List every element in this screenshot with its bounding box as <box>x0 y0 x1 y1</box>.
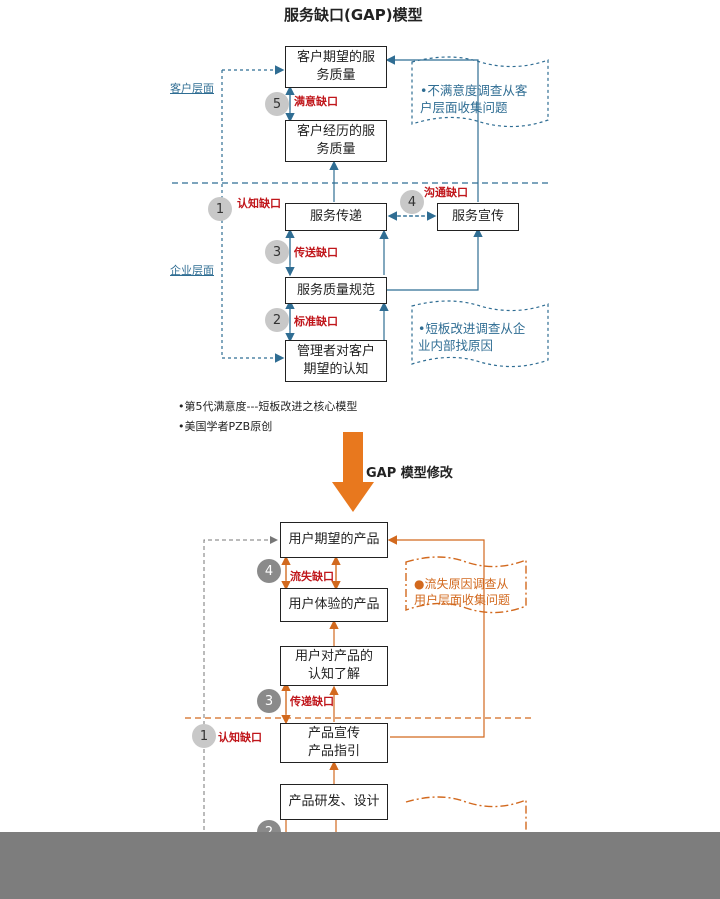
gap-2-badge: 2 <box>265 308 289 332</box>
box-line-2: 期望的认知 <box>303 362 369 377</box>
box-line-2: 务质量 <box>316 142 356 157</box>
box-line-1: 管理者对客户 <box>296 344 375 359</box>
gap-5-label: 满意缺口 <box>294 95 338 108</box>
gap-2-label: 标准缺口 <box>294 315 338 328</box>
bottom-gap-4-label: 流失缺口 <box>290 570 334 583</box>
box-label: 服务宣传 <box>451 209 504 224</box>
box-label: 服务质量规范 <box>296 282 375 298</box>
box-customer-expected-service: 客户期望的服务质量 <box>285 46 387 88</box>
note-churn-survey: ●流失原因调查从 用户层面收集问题 <box>414 576 510 608</box>
note-dissatisfaction-survey: •不满意度调查从客 户层面收集问题 <box>420 82 527 116</box>
note-line-2: 用户层面收集问题 <box>414 593 511 607</box>
note-shortboard-survey: •短板改进调查从企 业内部找原因 <box>418 320 525 354</box>
gap-1-label: 认知缺口 <box>237 197 281 210</box>
top-title: 服务缺口(GAP)模型 <box>284 6 423 24</box>
gap-3-label: 传送缺口 <box>294 246 338 259</box>
gap-1-badge: 1 <box>208 197 232 221</box>
box-line-1: 用户对产品的 <box>294 649 373 664</box>
layer-customer-label: 客户层面 <box>170 82 214 95</box>
box-line-2: 务质量 <box>316 68 356 83</box>
gap-3-badge: 3 <box>265 240 289 264</box>
gap-4-badge: 4 <box>400 190 424 214</box>
bottom-gap-3-label: 传递缺口 <box>290 695 334 708</box>
box-service-delivery: 服务传递 <box>285 203 387 231</box>
bottom-gap-1-badge: 1 <box>192 724 216 748</box>
transition-label: GAP 模型修改 <box>366 466 453 481</box>
box-customer-experienced-service: 客户经历的服务质量 <box>285 120 387 162</box>
box-label: 产品研发、设计 <box>288 794 380 809</box>
bullet-2: •美国学者PZB原创 <box>178 420 273 433</box>
note-line-1: •不满意度调查从客 <box>420 83 528 98</box>
box-label: 服务传递 <box>309 209 362 224</box>
box-line-1: 客户期望的服 <box>296 50 375 65</box>
box-user-experienced-product: 用户体验的产品 <box>280 588 388 622</box>
bullet-1: •第5代满意度---短板改进之核心模型 <box>178 400 358 413</box>
box-service-promotion: 服务宣传 <box>437 203 519 231</box>
note-line-1: •短板改进调查从企 <box>418 321 526 336</box>
box-service-quality-spec: 服务质量规范 <box>285 277 387 304</box>
bottom-gray-bar <box>0 832 720 899</box>
gap-5-badge: 5 <box>265 92 289 116</box>
box-label: 用户体验的产品 <box>288 597 380 612</box>
bottom-gap-3-badge: 3 <box>257 689 281 713</box>
box-product-promotion-guide: 产品宣传产品指引 <box>280 723 388 763</box>
box-line-1: 产品宣传 <box>307 726 360 741</box>
layer-enterprise-label: 企业层面 <box>170 264 214 277</box>
box-line-1: 客户经历的服 <box>296 124 375 139</box>
note-line-2: 户层面收集问题 <box>420 100 508 115</box>
note-line-1: ●流失原因调查从 <box>414 577 509 591</box>
box-label: 用户期望的产品 <box>288 532 380 547</box>
box-line-2: 产品指引 <box>307 744 360 759</box>
note-line-2: 业内部找原因 <box>418 338 494 353</box>
bottom-gap-1-label: 认知缺口 <box>218 731 262 744</box>
gap-4-label: 沟通缺口 <box>424 186 468 199</box>
bottom-gap-4-badge: 4 <box>257 559 281 583</box>
box-user-expected-product: 用户期望的产品 <box>280 522 388 558</box>
box-product-rnd-design: 产品研发、设计 <box>280 784 388 820</box>
box-user-product-understanding: 用户对产品的认知了解 <box>280 646 388 686</box>
box-line-2: 认知了解 <box>307 667 360 682</box>
box-management-perception: 管理者对客户期望的认知 <box>285 340 387 382</box>
